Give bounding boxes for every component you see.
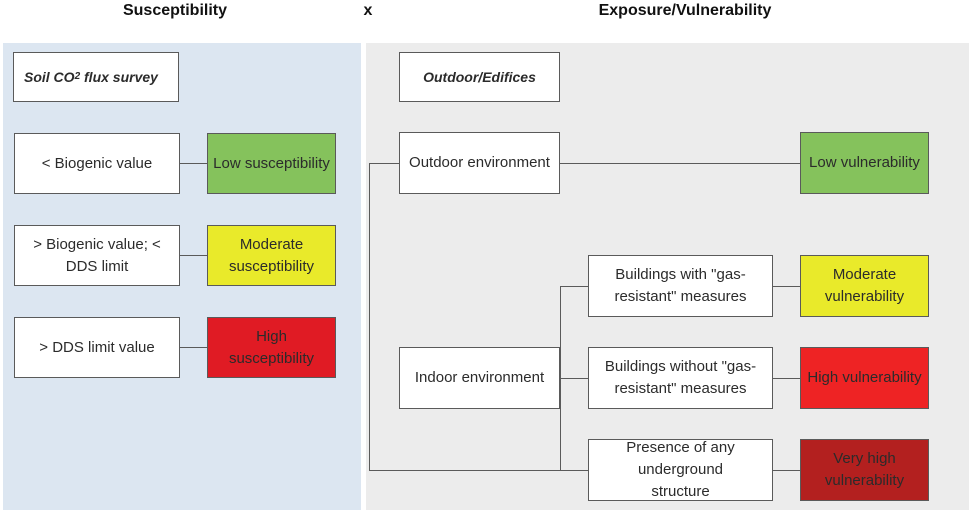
multiply-symbol: x <box>363 2 373 19</box>
indoor-environment-box: Indoor environment <box>399 347 560 409</box>
connector-line <box>773 470 800 471</box>
survey-subscript: 2 <box>74 71 81 82</box>
non-gas-resistant-buildings-box: Buildings without "gas-resistant" measur… <box>588 347 773 409</box>
connector-line <box>773 286 800 287</box>
high-susceptibility-box: High susceptibility <box>207 317 336 378</box>
low-susceptibility-box: Low susceptibility <box>207 133 336 194</box>
very-high-vulnerability-box: Very high vulnerability <box>800 439 929 501</box>
moderate-susceptibility-box: Moderate susceptibility <box>207 225 336 286</box>
connector-line <box>180 163 207 164</box>
susceptibility-header: Susceptibility <box>122 2 228 19</box>
high-vulnerability-box: High vulnerability <box>800 347 929 409</box>
exposure-vulnerability-header: Exposure/Vulnerability <box>598 2 772 19</box>
gas-resistant-buildings-box: Buildings with "gas-resistant" measures <box>588 255 773 317</box>
moderate-vulnerability-box: Moderate vulnerability <box>800 255 929 317</box>
connector-line <box>369 163 399 164</box>
survey-label: Soil CO <box>24 69 75 85</box>
biogenic-dds-box: > Biogenic value; < DDS limit <box>14 225 180 286</box>
underground-structure-box: Presence of any underground structure <box>588 439 773 501</box>
connector-line <box>560 286 588 287</box>
connector-line <box>180 347 207 348</box>
connector-line <box>180 255 207 256</box>
outdoor-environment-box: Outdoor environment <box>399 132 560 194</box>
connector-line <box>369 470 560 471</box>
trunk-line <box>369 163 370 470</box>
survey-suffix: flux survey <box>80 69 158 85</box>
biogenic-below-box: < Biogenic value <box>14 133 180 194</box>
low-vulnerability-box: Low vulnerability <box>800 132 929 194</box>
connector-line <box>773 378 800 379</box>
dds-limit-box: > DDS limit value <box>14 317 180 378</box>
connector-line <box>560 470 588 471</box>
outdoor-edifices-box: Outdoor/Edifices <box>399 52 560 102</box>
connector-line <box>560 378 588 379</box>
connector-line <box>560 163 800 164</box>
